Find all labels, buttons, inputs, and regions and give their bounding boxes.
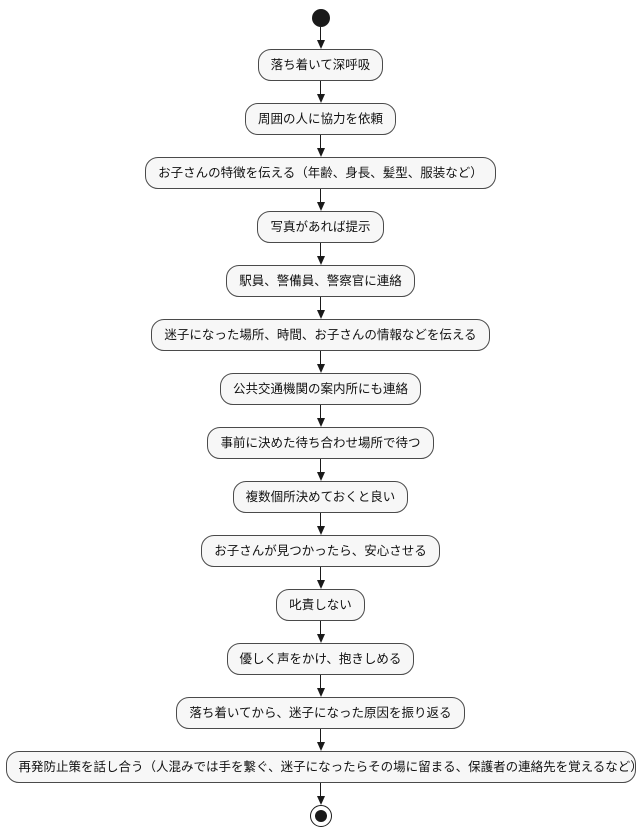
flow-arrow — [316, 513, 325, 535]
arrow-line — [319, 567, 322, 581]
activity-step-9: 複数個所決めておくと良い — [232, 481, 409, 513]
flow-arrow — [316, 675, 325, 697]
activity-step-6: 迷子になった場所、時間、お子さんの情報などを伝える — [151, 319, 490, 351]
flow-arrow — [316, 729, 325, 751]
arrow-head-icon — [316, 310, 325, 319]
arrow-head-icon — [316, 688, 325, 697]
flow-arrow — [316, 135, 325, 157]
arrow-head-icon — [316, 634, 325, 643]
arrow-head-icon — [316, 256, 325, 265]
arrow-line — [319, 729, 322, 743]
activity-step-12: 優しく声をかけ、抱きしめる — [226, 643, 415, 675]
activity-step-3: お子さんの特徴を伝える（年齢、身長、髪型、服装など） — [145, 157, 496, 189]
activity-step-8: 事前に決めた待ち合わせ場所で待つ — [207, 427, 434, 459]
arrow-line — [319, 81, 322, 95]
arrow-line — [319, 243, 322, 257]
arrow-line — [319, 351, 322, 365]
arrow-head-icon — [316, 364, 325, 373]
activity-step-5: 駅員、警備員、警察官に連絡 — [226, 265, 415, 297]
arrow-line — [319, 621, 322, 635]
arrow-head-icon — [316, 94, 325, 103]
arrow-head-icon — [316, 796, 325, 805]
arrow-line — [319, 189, 322, 203]
activity-step-11: 叱責しない — [276, 589, 365, 621]
flow-arrow — [316, 189, 325, 211]
flow-arrow — [316, 405, 325, 427]
arrow-line — [319, 297, 322, 311]
arrow-line — [319, 513, 322, 527]
arrow-line — [319, 459, 322, 473]
activity-step-1: 落ち着いて深呼吸 — [257, 49, 384, 81]
start-node — [311, 9, 330, 27]
flow-arrow — [316, 297, 325, 319]
flow-arrow — [316, 27, 325, 49]
arrow-head-icon — [316, 148, 325, 157]
arrow-line — [319, 405, 322, 419]
end-node-dot — [314, 810, 327, 822]
arrow-head-icon — [316, 202, 325, 211]
flow-arrow — [316, 783, 325, 805]
flow-arrow — [316, 567, 325, 589]
arrow-line — [319, 783, 322, 797]
arrow-line — [319, 27, 322, 41]
arrow-head-icon — [316, 580, 325, 589]
arrow-head-icon — [316, 418, 325, 427]
activity-step-13: 落ち着いてから、迷子になった原因を振り返る — [176, 697, 465, 729]
activity-step-7: 公共交通機関の案内所にも連絡 — [219, 373, 421, 405]
activity-step-4: 写真があれば提示 — [257, 211, 384, 243]
arrow-head-icon — [316, 742, 325, 751]
flow-arrow — [316, 621, 325, 643]
flow-arrow — [316, 81, 325, 103]
end-node — [309, 805, 332, 827]
arrow-head-icon — [316, 526, 325, 535]
arrow-line — [319, 135, 322, 149]
activity-step-10: お子さんが見つかったら、安心させる — [201, 535, 440, 567]
activity-step-2: 周囲の人に協力を依頼 — [244, 103, 396, 135]
flow-arrow — [316, 243, 325, 265]
arrow-line — [319, 675, 322, 689]
flow-arrow — [316, 351, 325, 373]
arrow-head-icon — [316, 40, 325, 49]
arrow-head-icon — [316, 472, 325, 481]
flow-arrow — [316, 459, 325, 481]
activity-step-14: 再発防止策を話し合う（人混みでは手を繋ぐ、迷子になったらその場に留まる、保護者の… — [5, 751, 641, 783]
